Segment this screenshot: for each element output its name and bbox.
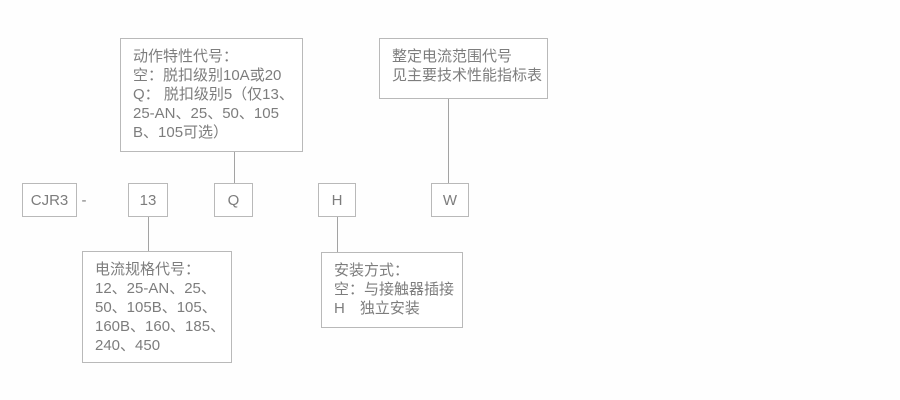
note-line: 空：脱扣级别10A或20 xyxy=(133,67,282,84)
connector-line-current-range xyxy=(448,99,449,183)
note-current-range-code: 整定电流范围代号 见主要技术性能指标表 xyxy=(379,38,548,99)
code-box-current-range: W xyxy=(431,183,469,217)
note-line: 安装方式： xyxy=(334,262,410,279)
note-line: 电流规格代号： xyxy=(95,261,201,278)
code-box-series: CJR3 xyxy=(22,183,77,217)
code-separator: - xyxy=(81,191,87,209)
code-box-mounting: H xyxy=(318,183,356,217)
note-line: 动作特性代号： xyxy=(133,48,239,65)
connector-line-mounting xyxy=(337,217,338,252)
note-line: 空：与接触器插接 xyxy=(334,281,455,298)
note-line: 整定电流范围代号 xyxy=(392,48,513,65)
connector-line-current-spec xyxy=(148,217,149,251)
note-line: H 独立安装 xyxy=(334,300,420,317)
note-line: 12、25-AN、25、 xyxy=(95,280,216,297)
note-line: B、105可选） xyxy=(133,124,229,141)
code-box-trip-class: Q xyxy=(214,183,253,217)
note-line: Q： 脱扣级别5（仅13、 xyxy=(133,86,294,103)
note-line: 50、105B、105、 xyxy=(95,299,217,316)
connector-line-trip-class xyxy=(234,152,235,183)
note-trip-class-code: 动作特性代号： 空：脱扣级别10A或20 Q： 脱扣级别5（仅13、 25-AN… xyxy=(120,38,303,152)
note-line: 25-AN、25、50、105 xyxy=(133,105,279,122)
note-line: 160B、160、185、 xyxy=(95,318,226,335)
note-current-spec-codes: 电流规格代号： 12、25-AN、25、 50、105B、105、 160B、1… xyxy=(82,251,232,363)
note-line: 见主要技术性能指标表 xyxy=(392,67,543,84)
note-line: 240、450 xyxy=(95,337,161,354)
note-mounting-style: 安装方式： 空：与接触器插接 H 独立安装 xyxy=(321,252,463,328)
code-box-current-spec: 13 xyxy=(128,183,168,217)
